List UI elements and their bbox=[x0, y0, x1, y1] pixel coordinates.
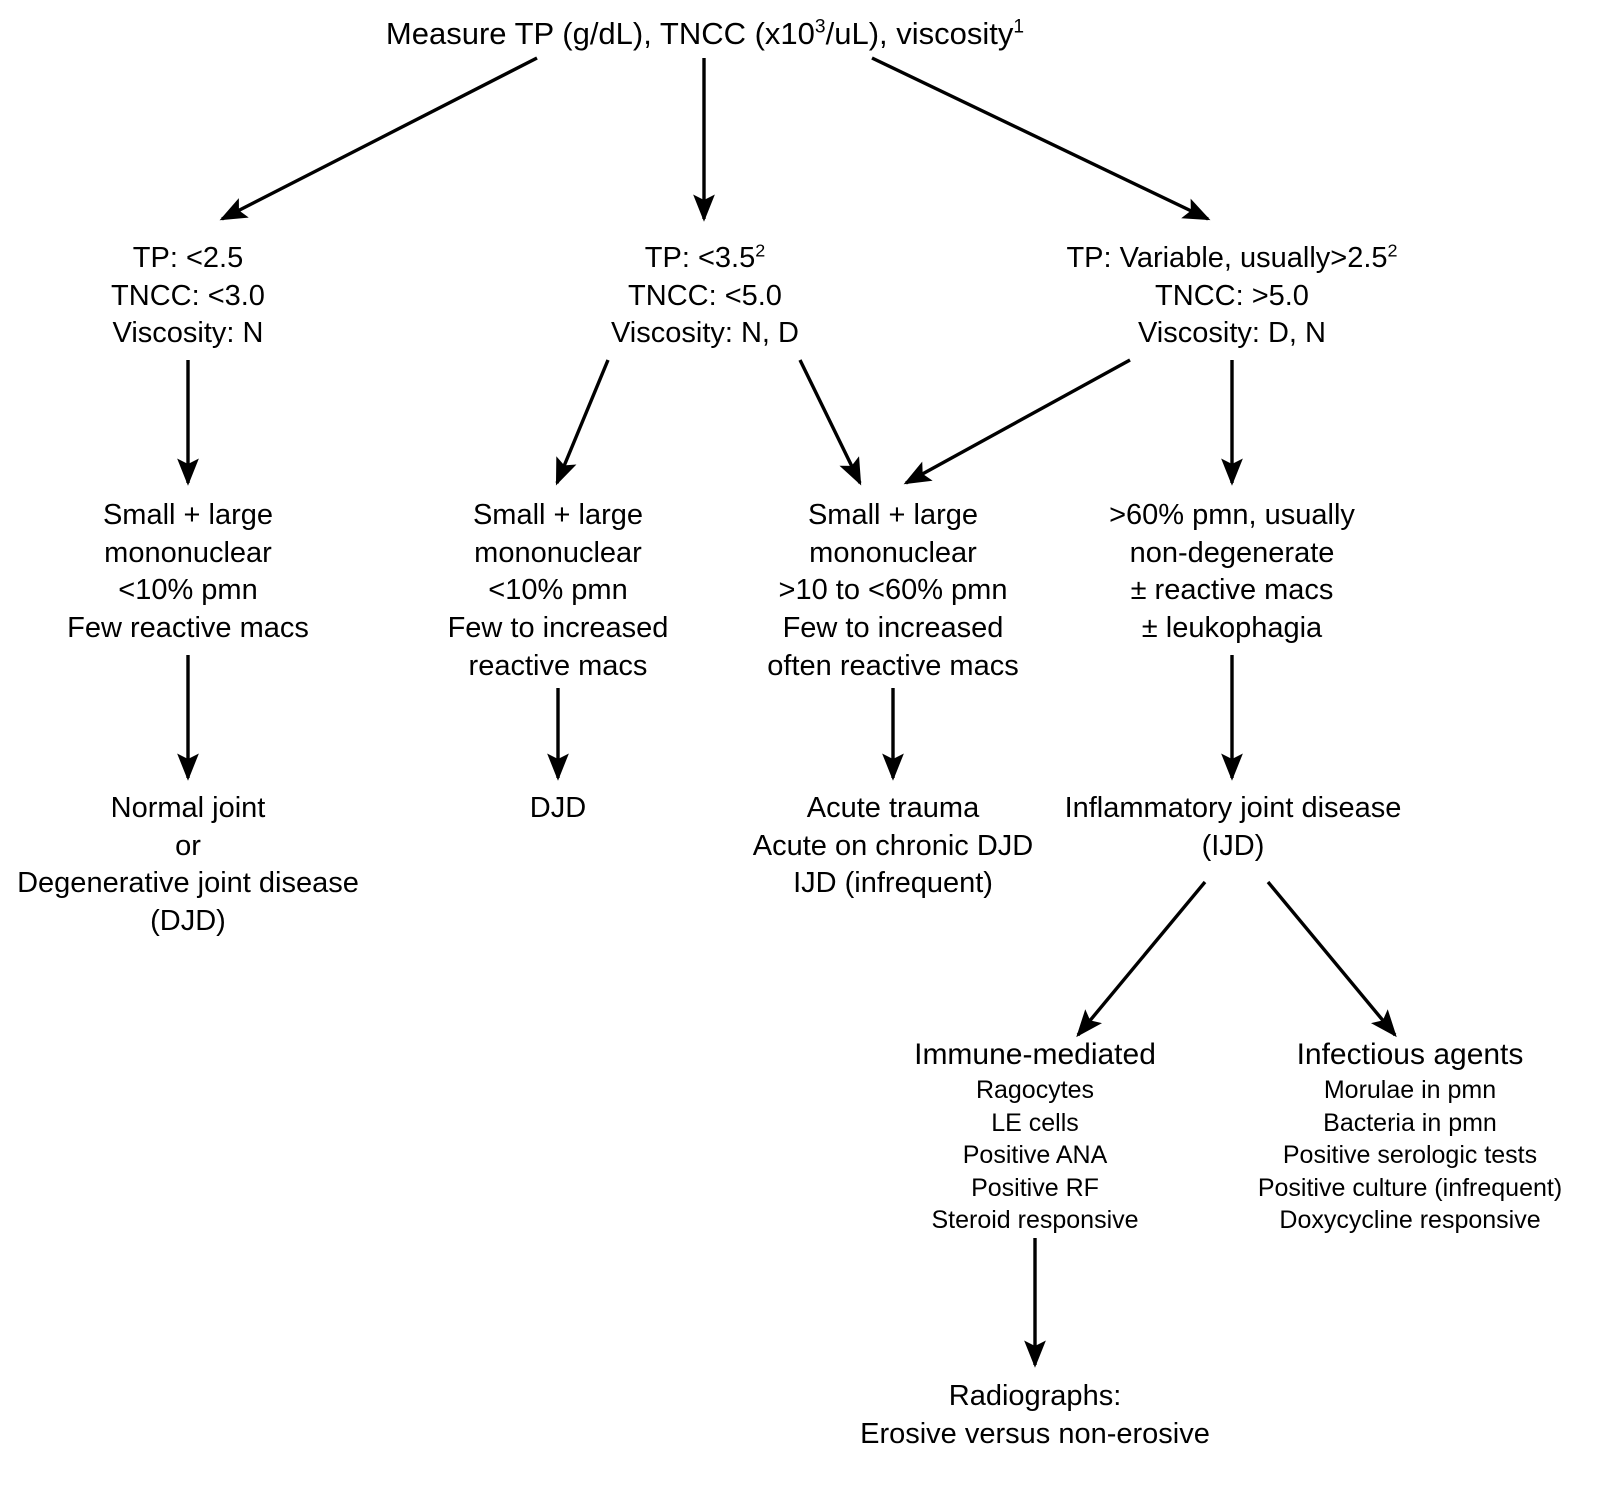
edge-mid-to-cytoc bbox=[798, 359, 862, 486]
infectious-agents-item-5: Doxycycline responsive bbox=[1279, 1206, 1541, 1234]
edge-ijd-to-infectious bbox=[1266, 880, 1397, 1038]
edge-right-to-cytoc bbox=[903, 358, 1131, 485]
radiographs-line-1: Radiographs: bbox=[948, 1380, 1122, 1412]
immune-mediated-item-5: Steroid responsive bbox=[931, 1206, 1139, 1234]
node-cytology-b: Small + large mononuclear <10% pmn Few t… bbox=[398, 497, 718, 685]
tier1-left-tncc: TNCC: <3.0 bbox=[111, 279, 265, 312]
tier1-right-tncc: TNCC: >5.0 bbox=[1155, 279, 1309, 312]
infectious-agents-item-2: Bacteria in pmn bbox=[1323, 1108, 1497, 1137]
node-cytology-a: Small + large mononuclear <10% pmn Few r… bbox=[28, 497, 348, 648]
cytology-d-line-1: >60% pmn, usually bbox=[1109, 499, 1355, 531]
infectious-agents-item-4: Positive culture (infrequent) bbox=[1257, 1173, 1563, 1202]
cytology-c-line-3: >10 to <60% pmn bbox=[778, 574, 1008, 607]
cytology-c-line-4: Few to increased bbox=[782, 612, 1004, 645]
immune-mediated-item-1: Ragocytes bbox=[975, 1076, 1095, 1104]
root-footnote-1: 1 bbox=[1013, 16, 1025, 38]
cytology-d-line-3: ± reactive macs bbox=[1130, 574, 1334, 607]
immune-mediated-item-4: Positive RF bbox=[971, 1173, 1099, 1202]
tier1-right-tp: TP: Variable, usually>2.52 bbox=[1066, 240, 1398, 274]
radiographs-line-2: Erosive versus non-erosive bbox=[860, 1417, 1210, 1450]
diagnosis-a-line-4: (DJD) bbox=[150, 905, 226, 938]
node-immune-mediated: Immune-mediated Ragocytes LE cells Posit… bbox=[865, 1035, 1205, 1237]
cytology-b-line-2: mononuclear bbox=[474, 536, 642, 569]
node-tier1-middle: TP: <3.52 TNCC: <5.0 Viscosity: N, D bbox=[545, 240, 865, 353]
immune-mediated-heading: Immune-mediated bbox=[914, 1038, 1156, 1071]
diagnosis-c-line-1: Acute trauma bbox=[806, 792, 980, 824]
tier1-middle-viscosity: Viscosity: N, D bbox=[610, 317, 799, 350]
node-diagnosis-djd: DJD bbox=[438, 790, 678, 828]
diagnosis-a-line-1: Normal joint bbox=[110, 792, 266, 824]
diagnosis-b-line-1: DJD bbox=[529, 792, 587, 824]
node-diagnosis-acute-trauma: Acute trauma Acute on chronic DJD IJD (i… bbox=[725, 790, 1061, 903]
node-radiographs: Radiographs: Erosive versus non-erosive bbox=[835, 1378, 1235, 1453]
infectious-agents-item-3: Positive serologic tests bbox=[1282, 1141, 1538, 1169]
tier1-middle-footnote-2: 2 bbox=[755, 240, 766, 261]
diagnosis-c-line-2: Acute on chronic DJD bbox=[752, 829, 1034, 862]
tier1-middle-tncc: TNCC: <5.0 bbox=[628, 279, 782, 312]
cytology-b-line-4: Few to increased bbox=[447, 612, 669, 645]
tier1-middle-tp: TP: <3.52 bbox=[644, 240, 766, 274]
diagnosis-d-line-1: Inflammatory joint disease bbox=[1064, 792, 1402, 824]
immune-mediated-item-3: Positive ANA bbox=[962, 1141, 1108, 1169]
diagnosis-a-line-3: Degenerative joint disease bbox=[17, 867, 359, 900]
diagnosis-a-line-2: or bbox=[175, 829, 201, 862]
immune-mediated-item-2: LE cells bbox=[991, 1108, 1079, 1137]
cytology-b-line-3: <10% pmn bbox=[488, 574, 628, 607]
cytology-b-line-5: reactive macs bbox=[468, 649, 648, 682]
node-cytology-c: Small + large mononuclear >10 to <60% pm… bbox=[718, 497, 1068, 685]
node-tier1-right: TP: Variable, usually>2.52 TNCC: >5.0 Vi… bbox=[1012, 240, 1452, 353]
edge-mid-to-cytob bbox=[555, 359, 610, 486]
cytology-c-line-5: often reactive macs bbox=[767, 649, 1019, 682]
node-infectious-agents: Infectious agents Morulae in pmn Bacteri… bbox=[1220, 1035, 1600, 1237]
cytology-d-line-2: non-degenerate bbox=[1129, 536, 1335, 569]
diagnosis-d-line-2: (IJD) bbox=[1201, 829, 1265, 862]
tier1-right-footnote-2: 2 bbox=[1387, 240, 1398, 261]
infectious-agents-item-1: Morulae in pmn bbox=[1323, 1076, 1497, 1104]
infectious-agents-heading: Infectious agents bbox=[1296, 1038, 1524, 1071]
edge-root-to-left bbox=[219, 56, 538, 221]
cytology-a-line-1: Small + large bbox=[102, 499, 274, 531]
node-diagnosis-ijd: Inflammatory joint disease (IJD) bbox=[1035, 790, 1431, 865]
tier1-left-viscosity: Viscosity: N bbox=[112, 317, 264, 350]
tier1-left-tp: TP: <2.5 bbox=[132, 242, 244, 274]
node-tier1-left: TP: <2.5 TNCC: <3.0 Viscosity: N bbox=[28, 240, 348, 353]
diagnosis-c-line-3: IJD (infrequent) bbox=[793, 867, 993, 900]
root-line-1: Measure TP (g/dL), TNCC (x103/uL), visco… bbox=[385, 16, 1025, 51]
cytology-a-line-2: mononuclear bbox=[104, 536, 272, 569]
cytology-b-line-1: Small + large bbox=[472, 499, 644, 531]
cytology-d-line-4: ± leukophagia bbox=[1141, 612, 1323, 645]
root-superscript-3: 3 bbox=[814, 16, 826, 38]
edge-root-to-right bbox=[871, 56, 1211, 221]
node-diagnosis-normal-djd: Normal joint or Degenerative joint disea… bbox=[0, 790, 376, 941]
cytology-a-line-3: <10% pmn bbox=[118, 574, 258, 607]
cytology-c-line-1: Small + large bbox=[807, 499, 979, 531]
node-cytology-d: >60% pmn, usually non-degenerate ± react… bbox=[1062, 497, 1402, 648]
cytology-a-line-4: Few reactive macs bbox=[67, 612, 309, 645]
node-measure-root: Measure TP (g/dL), TNCC (x103/uL), visco… bbox=[300, 14, 1110, 54]
cytology-c-line-2: mononuclear bbox=[809, 536, 977, 569]
tier1-right-viscosity: Viscosity: D, N bbox=[1137, 317, 1326, 350]
edge-ijd-to-immune bbox=[1076, 880, 1207, 1038]
